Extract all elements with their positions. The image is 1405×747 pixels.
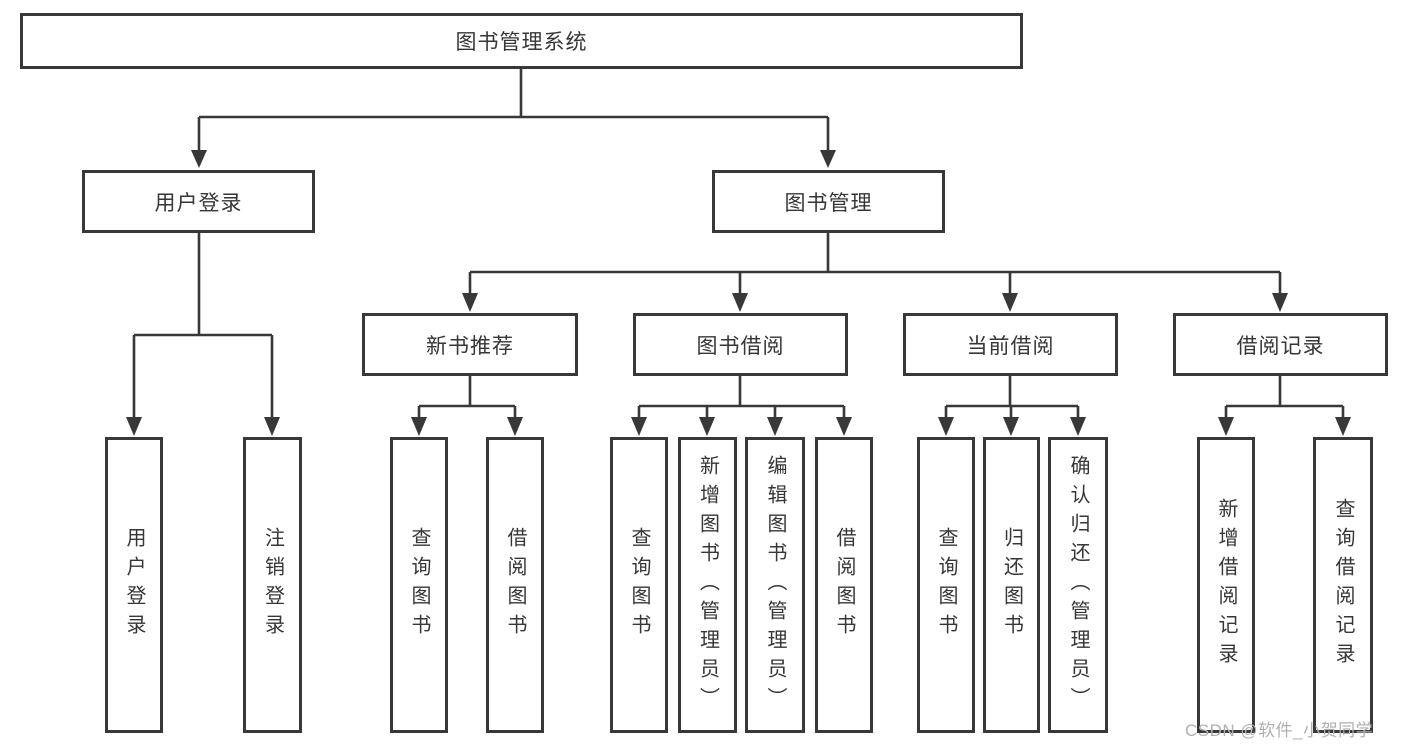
arrowhead-to-bb-query bbox=[631, 417, 647, 436]
node-leaf-nb-query-books: 查询图书 bbox=[390, 437, 448, 733]
node-leaf-bb-edit-books-admin: 编辑图书（管理员） bbox=[745, 437, 805, 733]
node-leaf-bb-add-books-admin: 新增图书（管理员） bbox=[678, 437, 737, 733]
leaf-label: 查询图书 bbox=[408, 527, 430, 643]
node-new-book-recommend: 新书推荐 bbox=[362, 313, 578, 376]
arrowhead-to-cb-return bbox=[1003, 417, 1019, 436]
node-book-management: 图书管理 bbox=[712, 170, 945, 233]
node-leaf-nb-borrow-books: 借阅图书 bbox=[486, 437, 544, 733]
leaf-label: 查询借阅记录 bbox=[1332, 498, 1354, 672]
leaf-label: 用户登录 bbox=[123, 527, 145, 643]
connector-bookborrow-children bbox=[637, 376, 846, 418]
node-leaf-bb-borrow-books: 借阅图书 bbox=[815, 437, 873, 733]
node-leaf-cb-return-books: 归还图书 bbox=[983, 437, 1040, 733]
arrowhead-to-new-book-recommend bbox=[462, 293, 478, 312]
arrowhead-to-bb-edit bbox=[767, 417, 783, 436]
node-current-borrowing: 当前借阅 bbox=[903, 313, 1118, 376]
arrowhead-to-bb-borrow bbox=[836, 417, 852, 436]
arrowhead-to-bb-add bbox=[699, 417, 715, 436]
arrowhead-to-nb-borrow bbox=[507, 417, 523, 436]
connector-newbook-children bbox=[417, 376, 517, 418]
leaf-label: 新增图书（管理员） bbox=[696, 454, 719, 716]
node-borrowing-records: 借阅记录 bbox=[1173, 313, 1388, 376]
node-leaf-rec-query-record: 查询借阅记录 bbox=[1313, 437, 1373, 733]
leaf-label: 借阅图书 bbox=[504, 527, 526, 643]
connector-login-children bbox=[132, 233, 274, 418]
leaf-label: 确认归还（管理员） bbox=[1067, 454, 1089, 716]
arrowhead-to-user-login-module bbox=[191, 150, 207, 168]
leaf-label: 借阅图书 bbox=[833, 527, 855, 643]
connector-mgmt-to-level3 bbox=[468, 233, 1282, 294]
leaf-label: 编辑图书（管理员） bbox=[764, 454, 786, 716]
node-leaf-user-login: 用户登录 bbox=[105, 437, 163, 733]
arrowhead-to-rec-query bbox=[1335, 417, 1351, 436]
connector-records-children bbox=[1224, 376, 1345, 418]
csdn-watermark: CSDN @软件_小贺同学 bbox=[1185, 721, 1374, 740]
node-leaf-cb-query-books: 查询图书 bbox=[917, 437, 975, 733]
node-user-login-module: 用户登录 bbox=[82, 170, 315, 233]
node-leaf-rec-add-record: 新增借阅记录 bbox=[1197, 437, 1255, 733]
arrowhead-to-leaf-logout bbox=[264, 417, 280, 436]
arrowhead-to-rec-add bbox=[1218, 417, 1234, 436]
arrowhead-to-book-borrowing bbox=[732, 293, 748, 312]
arrowhead-to-nb-query bbox=[411, 417, 427, 436]
node-book-borrowing: 图书借阅 bbox=[633, 313, 848, 376]
connector-root-to-level2 bbox=[197, 69, 830, 151]
leaf-label: 新增借阅记录 bbox=[1215, 498, 1237, 672]
leaf-label: 注销登录 bbox=[261, 527, 284, 643]
arrowhead-to-borrowing-records bbox=[1272, 293, 1288, 312]
node-leaf-bb-query-books: 查询图书 bbox=[610, 437, 668, 733]
node-leaf-cb-confirm-return-admin: 确认归还（管理员） bbox=[1048, 437, 1108, 733]
arrowhead-to-current-borrowing bbox=[1002, 293, 1018, 312]
node-leaf-logout: 注销登录 bbox=[243, 437, 302, 733]
leaf-label: 查询图书 bbox=[628, 527, 650, 643]
connector-current-children bbox=[944, 376, 1080, 418]
node-root-system: 图书管理系统 bbox=[20, 13, 1023, 69]
arrowhead-to-cb-confirm bbox=[1070, 417, 1086, 436]
arrowhead-to-cb-query bbox=[938, 417, 954, 436]
leaf-label: 查询图书 bbox=[935, 527, 957, 643]
arrowhead-to-book-management bbox=[820, 150, 836, 168]
arrowhead-to-leaf-user-login bbox=[126, 417, 142, 436]
leaf-label: 归还图书 bbox=[1000, 527, 1023, 643]
